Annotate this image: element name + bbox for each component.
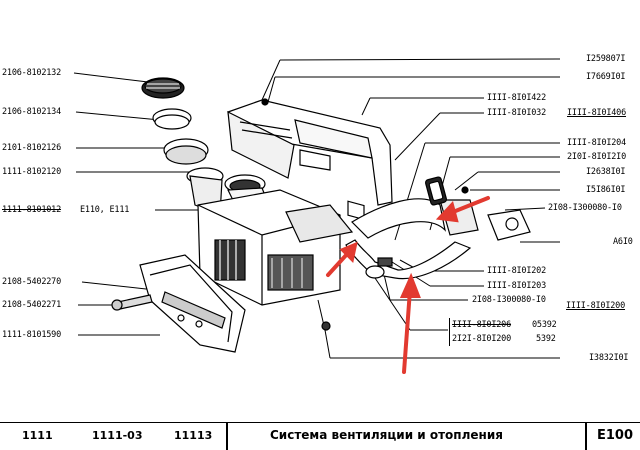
callout-i259807i: I259807I: [586, 54, 626, 64]
heater-housing: [197, 189, 354, 331]
callout-1111-8101590: 1111-8101590: [2, 330, 62, 340]
callout-2101-8102126: 2101-8102126: [2, 143, 62, 153]
callout-iiii-8i0i406: IIII-8I0I406: [567, 108, 627, 118]
callout-i2638i0i: I2638I0I: [586, 167, 626, 177]
callout-2i08-i300080-i0-bottom: 2I08-I300080-I0: [472, 295, 546, 305]
heater-hoses: [345, 176, 531, 280]
callout-iiii-8i0i032: IIII-8I0I032: [487, 108, 547, 118]
callout-2106-8102132: 2106-8102132: [2, 68, 62, 78]
callout-models-e110-e111: Е110, Е111: [80, 205, 130, 215]
footer-model-1111-03: 1111-03: [92, 429, 143, 442]
callout-i5i86i0i: I5I86I0I: [586, 185, 626, 195]
title-block: 1111 1111-03 11113 Система вентиляции и …: [0, 422, 640, 450]
callout-1111-8102120: 1111-8102120: [2, 167, 62, 177]
bracket-line: [449, 318, 450, 346]
parts-diagram: [73, 58, 561, 374]
air-intake-panel: [227, 98, 393, 221]
callout-iiii-8i0i200: IIII-8I0I200: [566, 301, 626, 311]
callout-i3832i0i: I3832I0I: [589, 353, 629, 363]
red-arrows: [326, 196, 490, 374]
callout-iiii-8i0i203: IIII-8I0I203: [487, 281, 547, 291]
leader-lines: [73, 58, 561, 359]
footer-divider: [226, 423, 228, 450]
footer-divider: [585, 423, 587, 450]
footer-model-1111: 1111: [22, 429, 53, 442]
footer-page-code: E100: [597, 428, 634, 443]
callout-iiii-8i0i422: IIII-8I0I422: [487, 93, 547, 103]
callout-iiii-8i0i204: IIII-8I0I204: [567, 138, 627, 148]
callout-1111-8101012: 1111-8101012: [2, 205, 62, 215]
callout-2108-5402271: 2108-5402271: [2, 300, 62, 310]
callout-i7669i0i: I7669I0I: [586, 72, 626, 82]
callout-2108-5402270: 2108-5402270: [2, 277, 62, 287]
callout-iiii-8i0i202: IIII-8I0I202: [487, 266, 547, 276]
callout-2106-8102134: 2106-8102134: [2, 107, 62, 117]
footer-model-11113: 11113: [174, 429, 213, 442]
callout-5392: 5392: [536, 334, 556, 344]
callout-a6i0: A6I0: [613, 237, 633, 247]
cover-plate: [111, 254, 246, 353]
callout-05392: 05392: [532, 320, 557, 330]
callout-2i2i-8i0i200: 2I2I-8I0I200: [452, 334, 512, 344]
callout-iiii-8i0i206: IIII-8I0I206: [452, 320, 512, 330]
callout-2i0i-8i0i2i0: 2I0I-8I0I2I0: [567, 152, 627, 162]
footer-title: Система вентиляции и отопления: [270, 428, 503, 442]
callout-2i08-i300080-i0-top: 2I08-I300080-I0: [548, 203, 622, 213]
